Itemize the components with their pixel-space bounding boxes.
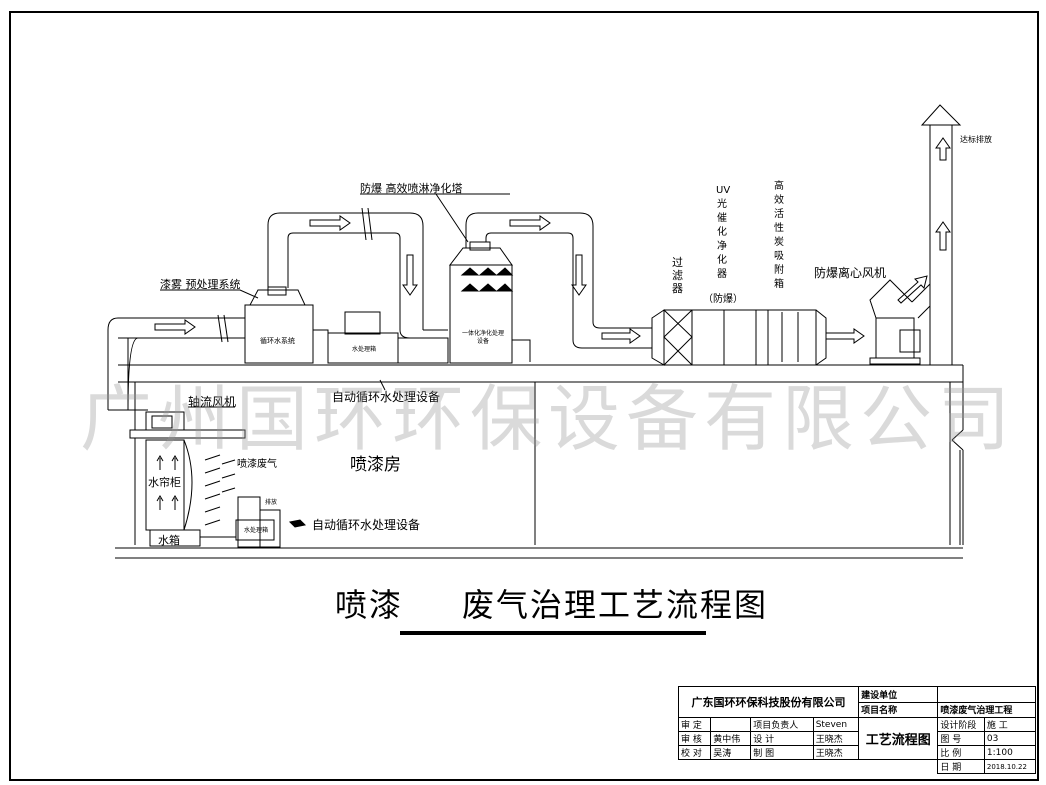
label-water-curtain: 水帘柜: [148, 476, 181, 489]
label-tank1: 水处理箱: [352, 346, 377, 353]
label-filter: 过滤器: [672, 256, 683, 295]
tb-r1-c4: Steven: [812, 717, 860, 732]
label-tower-inner: 一体化净化处理设备: [462, 330, 505, 345]
phase-value: 施 工: [983, 717, 1037, 732]
label-uv: UV光催化净化器: [716, 185, 731, 280]
water-curtain-cabinet: [145, 439, 201, 547]
tb-r1-c1: 审 定: [677, 717, 712, 732]
phase-label: 设计阶段: [937, 717, 985, 732]
label-auto-water-1: 自动循环水处理设备: [332, 390, 441, 404]
duct-tower-to-filter: [465, 212, 652, 349]
spray-tower: [448, 241, 531, 364]
label-axial-fan: 轴流风机: [188, 395, 237, 409]
scale-value: 1:100: [983, 745, 1037, 760]
date-value: 2018.10.22: [983, 759, 1037, 774]
project-value: 喷漆废气治理工程: [937, 701, 1036, 718]
tb-r1-c3: 项目负责人: [750, 717, 814, 732]
scale-label: 比 例: [937, 745, 985, 760]
title-underline: [400, 631, 706, 635]
tb-r2-c3: 设 计: [750, 731, 814, 746]
tb-r3-c2: 吴涛: [710, 745, 752, 760]
label-spray-gas: 喷漆废气: [237, 459, 277, 470]
flow-arrows: [154, 137, 951, 344]
label-auto-water-2: 自动循环水处理设备: [312, 518, 421, 532]
pretreatment-unit: [244, 286, 449, 364]
ground-slab: [115, 547, 963, 559]
label-carbon: 高效活性炭吸附箱: [774, 181, 784, 290]
tb-r3-c4: 王晓杰: [812, 745, 860, 760]
centrifugal-fan: [869, 279, 921, 365]
tb-r3-c3: 制 图: [750, 745, 814, 760]
tb-r2-c1: 审 核: [677, 731, 712, 746]
project-label: 项目名称: [858, 701, 939, 718]
date-label: 日 期: [937, 759, 985, 774]
duct-pretreat-to-tower: [267, 207, 448, 339]
roof-slab: [118, 364, 964, 430]
label-booth: 喷漆房: [350, 455, 401, 475]
label-tower: 防爆 高效喷淋净化塔: [360, 182, 463, 195]
no-value: 03: [983, 731, 1037, 746]
label-circ-box: 循环水系统: [260, 337, 295, 345]
label-exhaust: 达标排放: [960, 135, 992, 144]
tb-r2-c4: 王晓杰: [812, 731, 860, 746]
label-pretreatment: 漆雾 预处理系统: [160, 278, 241, 291]
axial-fan: [129, 411, 246, 439]
build-unit-value: [937, 686, 1036, 703]
spray-gas-arrows: [204, 454, 236, 526]
leader-lines: [160, 193, 510, 408]
sheet-border: [9, 11, 1039, 781]
label-uv-note: （防爆）: [703, 294, 743, 305]
title-block: 广东国环环保科技股份有限公司 建设单位 项目名称 喷漆废气治理工程 审 定 项目…: [677, 686, 1037, 774]
lower-water-tank: [200, 496, 307, 548]
label-fan: 防爆离心风机: [814, 266, 887, 280]
title-left: 喷漆: [335, 586, 404, 624]
tb-r2-c2: 黄中伟: [710, 731, 752, 746]
label-water-tank: 水箱: [158, 534, 180, 547]
title-right: 废气治理工艺流程图: [462, 586, 769, 624]
company-name: 广东国环环保科技股份有限公司: [677, 686, 860, 718]
building-walls: [134, 382, 964, 545]
drawing-name: 工艺流程图: [858, 717, 939, 760]
intake-duct: [107, 314, 245, 411]
label-tank2-b: 水处理箱: [244, 527, 269, 534]
label-tank2-a: 排放: [265, 499, 278, 506]
build-unit-label: 建设单位: [858, 686, 939, 703]
tb-r1-c2: [710, 717, 752, 732]
tb-r3-c1: 校 对: [677, 745, 712, 760]
exhaust-stack: [911, 104, 962, 365]
no-label: 图 号: [937, 731, 985, 746]
tb-spacer: [679, 760, 938, 774]
treatment-train: [651, 309, 827, 366]
